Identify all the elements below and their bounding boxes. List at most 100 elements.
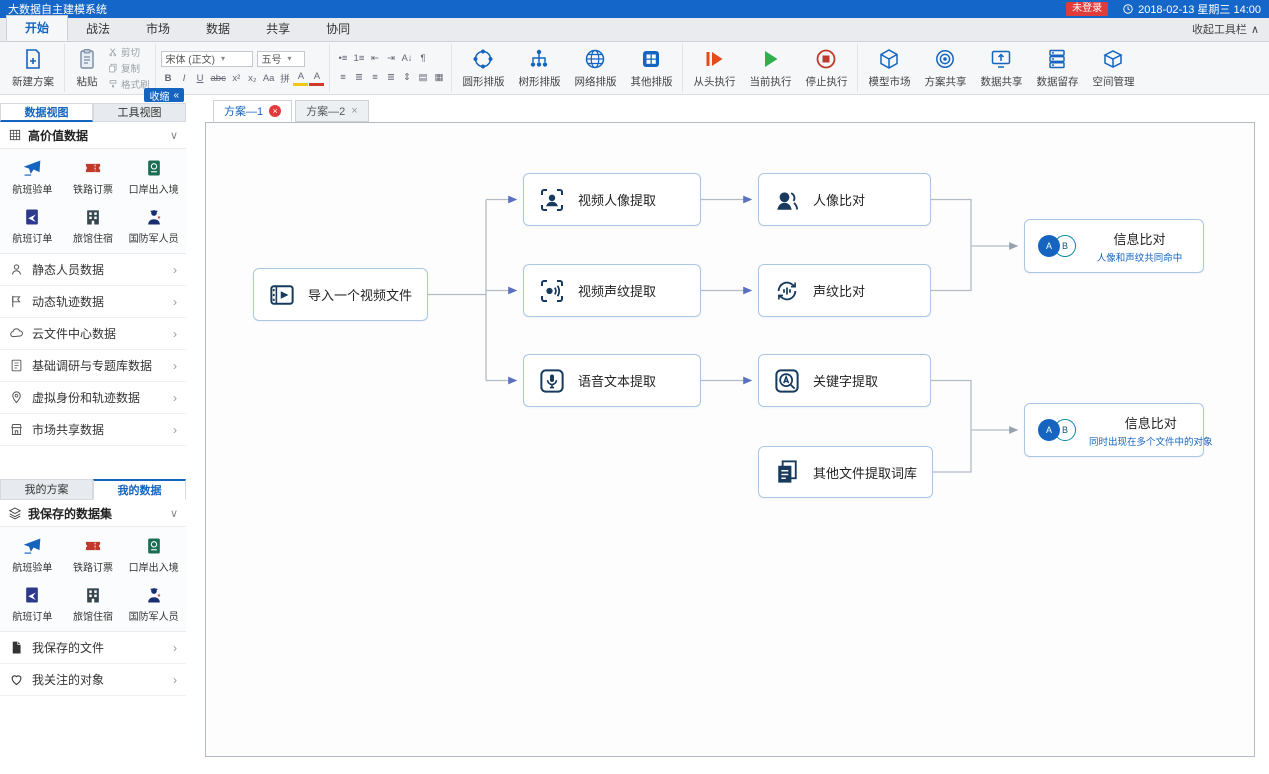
pinyin-button[interactable]: 拼 [280, 74, 290, 85]
sidebar-collapse-button[interactable]: 收缩 « [144, 88, 184, 103]
run-current-button[interactable]: 当前执行 [744, 46, 796, 90]
tab-my-data[interactable]: 我的数据 [93, 479, 186, 500]
flow-node-face-compare[interactable]: 人像比对 [758, 173, 931, 226]
section-market-shared-data[interactable]: 市场共享数据 › [0, 414, 186, 446]
dataset-flight-checkin[interactable]: 航班验单 [2, 530, 63, 579]
flow-canvas[interactable]: 导入一个视频文件 视频人像提取 视频声纹提取 语音文本提取 人像比对 声纹比对 … [205, 122, 1255, 757]
data-share-button[interactable]: 数据共享 [975, 46, 1027, 90]
dataset-flight-checkin[interactable]: 航班验单 [2, 152, 63, 201]
tab-tool-view[interactable]: 工具视图 [93, 103, 186, 122]
pilcrow-button[interactable]: ¶ [420, 53, 426, 64]
section-research-library-data[interactable]: 基础调研与专题库数据 › [0, 350, 186, 382]
space-manage-button[interactable]: 空间管理 [1087, 46, 1139, 90]
tab-collab[interactable]: 协同 [326, 22, 351, 36]
tab-share[interactable]: 共享 [266, 22, 291, 36]
section-saved-datasets[interactable]: 我保存的数据集 ∨ [0, 500, 186, 527]
person-icon [9, 262, 24, 277]
dataset-rail-ticket[interactable]: 铁路订票 [63, 152, 124, 201]
doc-tab-plan-1[interactable]: 方案—1 × [213, 100, 293, 122]
new-plan-button[interactable]: 新建方案 [7, 46, 59, 90]
flow-node-face-extract[interactable]: 视频人像提取 [523, 173, 701, 226]
other-layout-button[interactable]: 其他排版 [625, 46, 677, 90]
section-high-value-data[interactable]: 高价值数据 ∨ [0, 122, 186, 149]
run-from-start-button[interactable]: 从头执行 [688, 46, 740, 90]
dataset-hotel-stay[interactable]: 旅馆住宿 [63, 579, 124, 628]
font-size-select[interactable]: 五号 ▾ [256, 50, 305, 67]
dataset-flight-order[interactable]: 航班订单 [2, 579, 63, 628]
data-retention-button[interactable]: 数据留存 [1031, 46, 1083, 90]
collapse-toolbar-button[interactable]: 收起工具栏 ∧ [1191, 23, 1259, 37]
align-right-button[interactable]: ≡ [372, 72, 378, 83]
increase-indent-button[interactable]: ⇥ [386, 53, 395, 64]
line-spacing-button[interactable]: ⇕ [402, 72, 411, 83]
close-tab-icon[interactable]: × [351, 105, 358, 117]
bullet-list-button[interactable]: •≡ [338, 53, 348, 64]
flow-node-voiceprint-compare[interactable]: 声纹比对 [758, 264, 931, 317]
stop-run-button[interactable]: 停止执行 [800, 46, 852, 90]
decrease-indent-button[interactable]: ⇤ [370, 53, 379, 64]
change-case-button[interactable]: Aa [262, 72, 275, 84]
high-value-dataset-grid: 航班验单 铁路订票 口岸出入境 航班订单 旅馆住宿 国防军人员 [0, 149, 186, 254]
numbered-list-button[interactable]: 1≡ [353, 53, 365, 64]
underline-button[interactable]: U [196, 72, 204, 84]
dataset-border-entry[interactable]: 口岸出入境 [123, 152, 184, 201]
dataset-rail-ticket[interactable]: 铁路订票 [63, 530, 124, 579]
flow-node-import-video[interactable]: 导入一个视频文件 [253, 268, 428, 321]
align-left-button[interactable]: ≡ [340, 72, 346, 83]
align-center-button[interactable]: ≣ [354, 72, 363, 83]
highlight-color-button[interactable]: A [293, 71, 309, 86]
cut-button[interactable]: 剪切 [108, 45, 150, 59]
tab-market[interactable]: 市场 [146, 22, 171, 36]
section-static-person-data[interactable]: 静态人员数据 › [0, 254, 186, 286]
flow-node-other-file-lexicon[interactable]: 其他文件提取词库 [758, 446, 933, 498]
dataset-military-personnel[interactable]: 国防军人员 [123, 201, 184, 250]
sort-button[interactable]: A↓ [401, 53, 413, 64]
dataset-border-entry[interactable]: 口岸出入境 [123, 530, 184, 579]
section-dynamic-track-data[interactable]: 动态轨迹数据 › [0, 286, 186, 318]
flow-node-info-compare-1[interactable]: A B 信息比对 人像和声纹共同命中 [1024, 219, 1204, 273]
tab-data[interactable]: 数据 [206, 22, 231, 36]
circle-layout-button[interactable]: 圆形排版 [457, 46, 509, 90]
node-label: 声纹比对 [813, 284, 866, 299]
dataset-flight-order[interactable]: 航班订单 [2, 201, 63, 250]
paste-button[interactable]: 粘贴 [70, 46, 104, 90]
subscript-button[interactable]: x₂ [248, 72, 257, 84]
tab-my-plans[interactable]: 我的方案 [0, 479, 93, 500]
two-heads-icon [772, 185, 802, 215]
dataset-military-personnel[interactable]: 国防军人员 [123, 579, 184, 628]
borders-button[interactable]: ▦ [434, 72, 444, 83]
format-painter-button[interactable]: 格式刷 [108, 77, 150, 91]
flow-node-voiceprint-extract[interactable]: 视频声纹提取 [523, 264, 701, 317]
flow-node-info-compare-2[interactable]: A B 信息比对 同时出现在多个文件中的对象 [1024, 403, 1213, 457]
tab-tactics[interactable]: 战法 [86, 22, 111, 36]
font-color-button[interactable]: A [309, 71, 325, 86]
bold-button[interactable]: B [164, 72, 172, 84]
dataset-hotel-stay[interactable]: 旅馆住宿 [63, 201, 124, 250]
model-market-button[interactable]: 模型市场 [863, 46, 915, 90]
chevron-right-icon: › [173, 672, 177, 687]
network-layout-button[interactable]: 网络排版 [569, 46, 621, 90]
tab-start[interactable]: 开始 [6, 15, 69, 41]
flow-node-speech-text-extract[interactable]: 语音文本提取 [523, 354, 701, 407]
section-cloud-file-data[interactable]: 云文件中心数据 › [0, 318, 186, 350]
flight-order-icon [22, 207, 42, 227]
tab-data-view[interactable]: 数据视图 [0, 103, 93, 122]
login-status-badge[interactable]: 未登录 [1066, 2, 1109, 16]
flow-node-keyword-extract[interactable]: 关键字提取 [758, 354, 931, 407]
font-name-select[interactable]: 宋体 (正文) ▾ [160, 50, 253, 67]
shading-button[interactable]: ▤ [418, 72, 428, 83]
section-virtual-identity-data[interactable]: 虚拟身份和轨迹数据 › [0, 382, 186, 414]
tree-layout-button[interactable]: 树形排版 [513, 46, 565, 90]
doc-tab-plan-2[interactable]: 方案—2 × [295, 100, 369, 122]
section-my-saved-files[interactable]: 我保存的文件 › [0, 632, 186, 664]
align-justify-button[interactable]: ≣ [386, 72, 395, 83]
strikethrough-button[interactable]: abc [210, 72, 226, 84]
copy-button[interactable]: 复制 [108, 61, 150, 75]
superscript-button[interactable]: x² [232, 72, 241, 84]
circle-layout-icon [471, 47, 495, 71]
plan-share-button[interactable]: 方案共享 [919, 46, 971, 90]
section-my-followed-objects[interactable]: 我关注的对象 › [0, 664, 186, 696]
italic-button[interactable]: I [182, 72, 186, 84]
close-tab-icon[interactable]: × [269, 105, 282, 117]
group-font: 宋体 (正文) ▾ 五号 ▾ B I U abc x² x₂ Aa 拼 A A [156, 44, 331, 92]
